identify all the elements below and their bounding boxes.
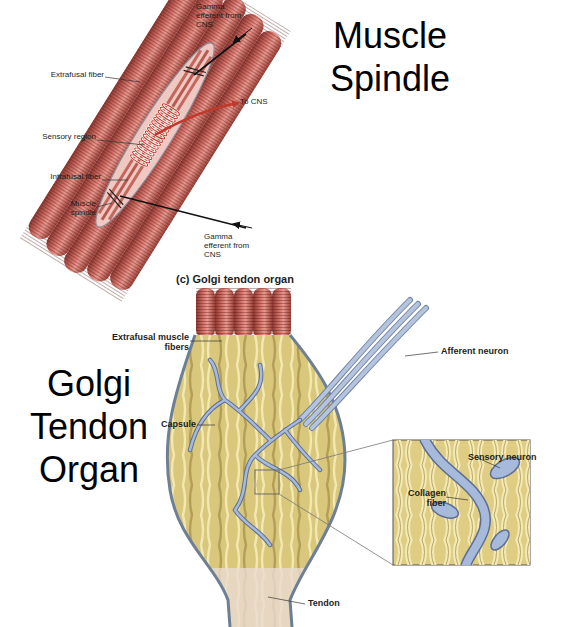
sensory-coil [159, 106, 178, 120]
collagen-fiber [208, 335, 210, 627]
collagen-outline [398, 440, 401, 565]
zoom-box [255, 470, 279, 494]
collagen-fiber [398, 440, 401, 565]
coil-highlight [132, 150, 151, 164]
coil-highlight [129, 153, 148, 167]
zoom-line [279, 440, 393, 470]
figure-heading: Golgi Tendon Organ [14, 362, 164, 492]
sensory-coil [136, 143, 155, 157]
collagen-fiber [327, 335, 329, 627]
part-label: Gamma efferent from CNS [196, 2, 252, 30]
gamma-efferent-line [194, 34, 246, 75]
coil-highlight [134, 146, 153, 160]
coil-highlight [159, 106, 178, 120]
intrafusal-fiber [109, 57, 211, 220]
part-label: Muscle spindle [46, 199, 96, 217]
capsule-wall [167, 335, 345, 627]
collagen-outline [456, 440, 459, 565]
coil-highlight [136, 143, 155, 157]
leader-lines [97, 77, 145, 207]
sensory-branches [190, 360, 320, 545]
striations [19, 0, 290, 302]
coil-highlight [157, 109, 176, 123]
coil-highlight [138, 140, 157, 154]
part-label: Gamma efferent from CNS [204, 232, 260, 260]
intrafusal-fiber [99, 50, 201, 213]
sensory-coil [129, 153, 148, 167]
sensory-coil [140, 136, 159, 150]
zoom-line [279, 494, 393, 565]
sensory-coil [134, 146, 153, 160]
part-label: To CNS [240, 97, 285, 106]
part-label: Tendon [308, 598, 378, 608]
coil-highlight [142, 133, 161, 147]
collagen-fiber [456, 440, 459, 565]
coil-highlight [140, 136, 159, 150]
sensory-coil [161, 102, 180, 116]
sensory-coil [132, 150, 151, 164]
coil-highlight [161, 102, 180, 116]
part-label: Sensory region [42, 132, 96, 141]
gamma-arrow [234, 28, 252, 42]
gamma-efferent-line [120, 196, 246, 228]
afferent-fiber [155, 103, 238, 135]
sensory-coil [142, 133, 161, 147]
muscle-bundle [19, 0, 290, 302]
part-label: (c) Golgi tendon organ [176, 273, 336, 286]
gamma-arrow [234, 224, 252, 228]
collagen-fiber [183, 335, 185, 627]
sensory-coil [138, 140, 157, 154]
collagen-outline [422, 440, 425, 565]
coil-highlight [155, 113, 174, 127]
collagen-fiber [408, 440, 411, 565]
striations [196, 288, 291, 338]
part-label: Extrafusal muscle fibers [105, 332, 189, 353]
collagen-fiber [172, 335, 174, 627]
tendon [160, 568, 360, 627]
part-label: Capsule [140, 419, 196, 429]
collagen-fiber [309, 335, 311, 627]
figure-heading: Muscle Spindle [300, 14, 480, 100]
part-label: Afferent neuron [441, 346, 551, 356]
part-label: Collagen fiber [396, 488, 446, 509]
sensory-coil [157, 109, 176, 123]
part-label: Sensory neuron [468, 452, 563, 462]
leader-lines [190, 341, 500, 604]
collagen-fiber [201, 335, 203, 627]
collagen-fiber [165, 335, 167, 627]
part-label: Intrafusal fiber [42, 172, 101, 181]
collagen-fiber [422, 440, 425, 565]
sensory-coil [155, 113, 174, 127]
collagen-fiber [316, 335, 318, 627]
collagen-outline [408, 440, 411, 565]
collagen-fiber [190, 335, 192, 627]
part-label: Extrafusal fiber [44, 70, 104, 79]
afferent-bundle [300, 300, 426, 428]
